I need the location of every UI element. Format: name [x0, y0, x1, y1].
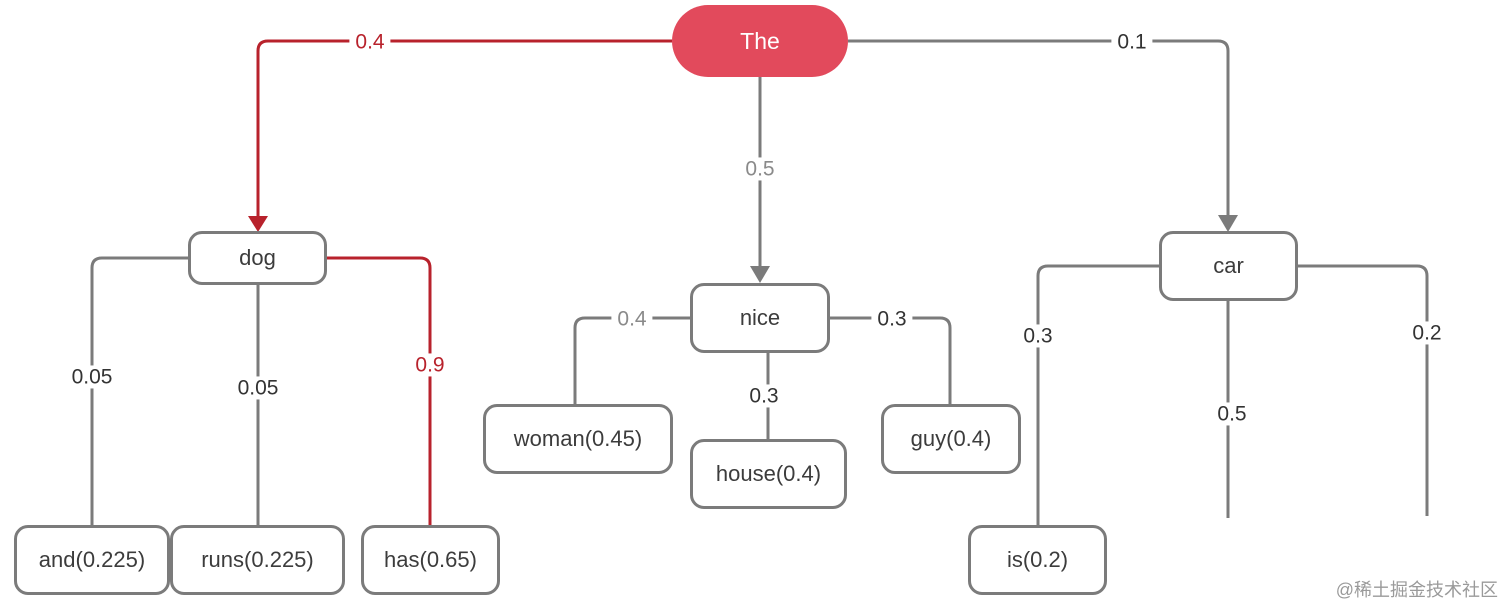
- edge-the-dog: [256, 39, 672, 216]
- edge-label-dog-runs: 0.05: [231, 376, 285, 400]
- edge-label-nice-house: 0.3: [743, 384, 785, 408]
- arrowhead-car: [1218, 215, 1238, 232]
- edge-the-car: [848, 39, 1230, 216]
- edge-car-is: [1036, 264, 1160, 525]
- edge-label-nice-guy: 0.3: [871, 307, 913, 331]
- node-is: is(0.2): [968, 525, 1107, 595]
- edge-label-the-nice: 0.5: [739, 157, 781, 181]
- edge-label-nice-woman: 0.4: [611, 307, 653, 331]
- node-nice: nice: [690, 283, 830, 353]
- arrowhead-dog: [248, 216, 268, 232]
- node-the: The: [672, 5, 848, 77]
- edge-label-car-is: 0.3: [1017, 324, 1059, 348]
- edge-label-the-car: 0.1: [1111, 30, 1153, 54]
- node-and: and(0.225): [14, 525, 170, 595]
- node-woman: woman(0.45): [483, 404, 673, 474]
- edge-label-dog-has: 0.9: [409, 353, 451, 377]
- watermark: @稀土掘金技术社区: [1335, 580, 1498, 600]
- edge-dog-has: [327, 256, 432, 525]
- node-has: has(0.65): [361, 525, 500, 595]
- edge-label-dog-and: 0.05: [65, 365, 119, 389]
- node-car: car: [1159, 231, 1298, 301]
- node-house: house(0.4): [690, 439, 847, 509]
- edge-nice-woman: [573, 316, 690, 404]
- edge-car-right: [1297, 264, 1429, 516]
- edge-nice-guy: [830, 316, 952, 404]
- arrowhead-nice: [750, 266, 770, 283]
- edge-dog-and: [90, 256, 188, 525]
- node-runs: runs(0.225): [170, 525, 345, 595]
- node-dog: dog: [188, 231, 327, 285]
- edge-label-car-right: 0.2: [1406, 321, 1448, 345]
- edge-label-car-middle: 0.5: [1211, 402, 1253, 426]
- edge-label-the-dog: 0.4: [349, 30, 391, 54]
- node-guy: guy(0.4): [881, 404, 1021, 474]
